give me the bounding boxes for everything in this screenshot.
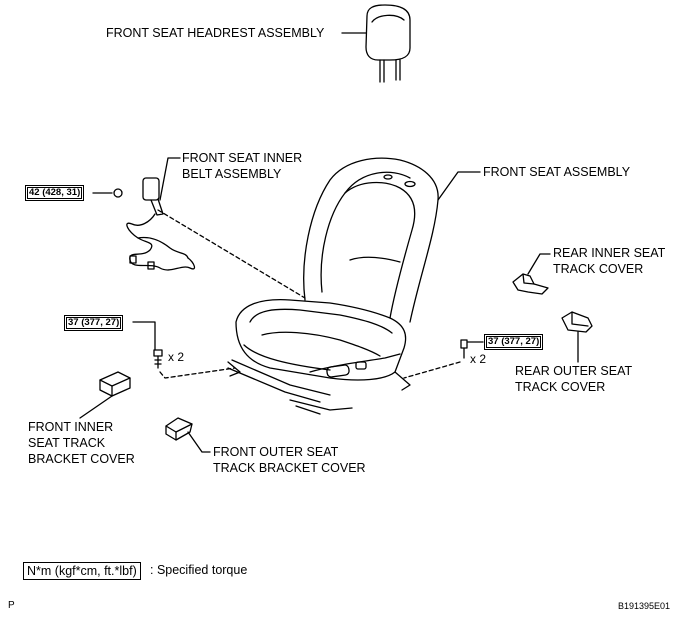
front-outer-label-line2: TRACK BRACKET COVER xyxy=(213,461,366,475)
right-bolt-quantity: x 2 xyxy=(470,352,487,366)
left-bolt-dash xyxy=(159,367,236,379)
rear-inner-label-line2: TRACK COVER xyxy=(553,262,644,276)
front-inner-cover-part xyxy=(99,371,131,397)
inner-belt-label-line2: BELT ASSEMBLY xyxy=(182,167,282,181)
rear-outer-label-line2: TRACK COVER xyxy=(515,380,606,394)
illustration-code: B191395E01 xyxy=(618,601,671,611)
right-bolt-dash xyxy=(403,361,461,379)
left-torque-leader xyxy=(132,321,156,351)
torque-legend-description: : Specified torque xyxy=(150,563,248,577)
corner-mark-left: P xyxy=(8,600,15,611)
left-bolt-torque-box: 37 (377, 27) xyxy=(64,315,124,331)
inner-belt-part xyxy=(113,177,196,271)
left-bolt-quantity: x 2 xyxy=(168,350,185,364)
rear-inner-cover-part xyxy=(512,273,549,295)
front-outer-leader xyxy=(187,431,211,453)
headrest-part xyxy=(365,4,411,83)
front-outer-cover-part xyxy=(165,417,193,441)
front-inner-label-line1: FRONT INNER xyxy=(28,420,114,434)
front-outer-label-line1: FRONT OUTER SEAT xyxy=(213,445,339,459)
right-bolt-torque-box: 37 (377, 27) xyxy=(484,334,544,350)
headrest-label: FRONT SEAT HEADREST ASSEMBLY xyxy=(106,26,325,40)
rear-inner-leader xyxy=(527,253,551,275)
rear-outer-label-line1: REAR OUTER SEAT xyxy=(515,364,633,378)
front-inner-leader xyxy=(79,395,113,419)
torque-legend-units: N*m (kgf*cm, ft.*lbf) xyxy=(23,562,141,580)
left-bolt-part xyxy=(153,349,163,369)
front-inner-label-line3: BRACKET COVER xyxy=(28,452,135,466)
front-inner-label-line2: SEAT TRACK xyxy=(28,436,106,450)
rear-outer-cover-part xyxy=(561,311,593,333)
seat-assembly-label: FRONT SEAT ASSEMBLY xyxy=(483,165,631,179)
front-seat-part xyxy=(227,157,439,415)
rear-inner-label-line1: REAR INNER SEAT xyxy=(553,246,666,260)
belt-to-seat-dash xyxy=(157,209,306,299)
inner-belt-leader xyxy=(159,157,181,201)
belt-nut-torque-box: 42 (428, 31) xyxy=(25,185,85,201)
right-bolt-part xyxy=(460,339,468,359)
seat-assembly-leader xyxy=(437,171,481,201)
inner-belt-label-line1: FRONT SEAT INNER xyxy=(182,151,303,165)
